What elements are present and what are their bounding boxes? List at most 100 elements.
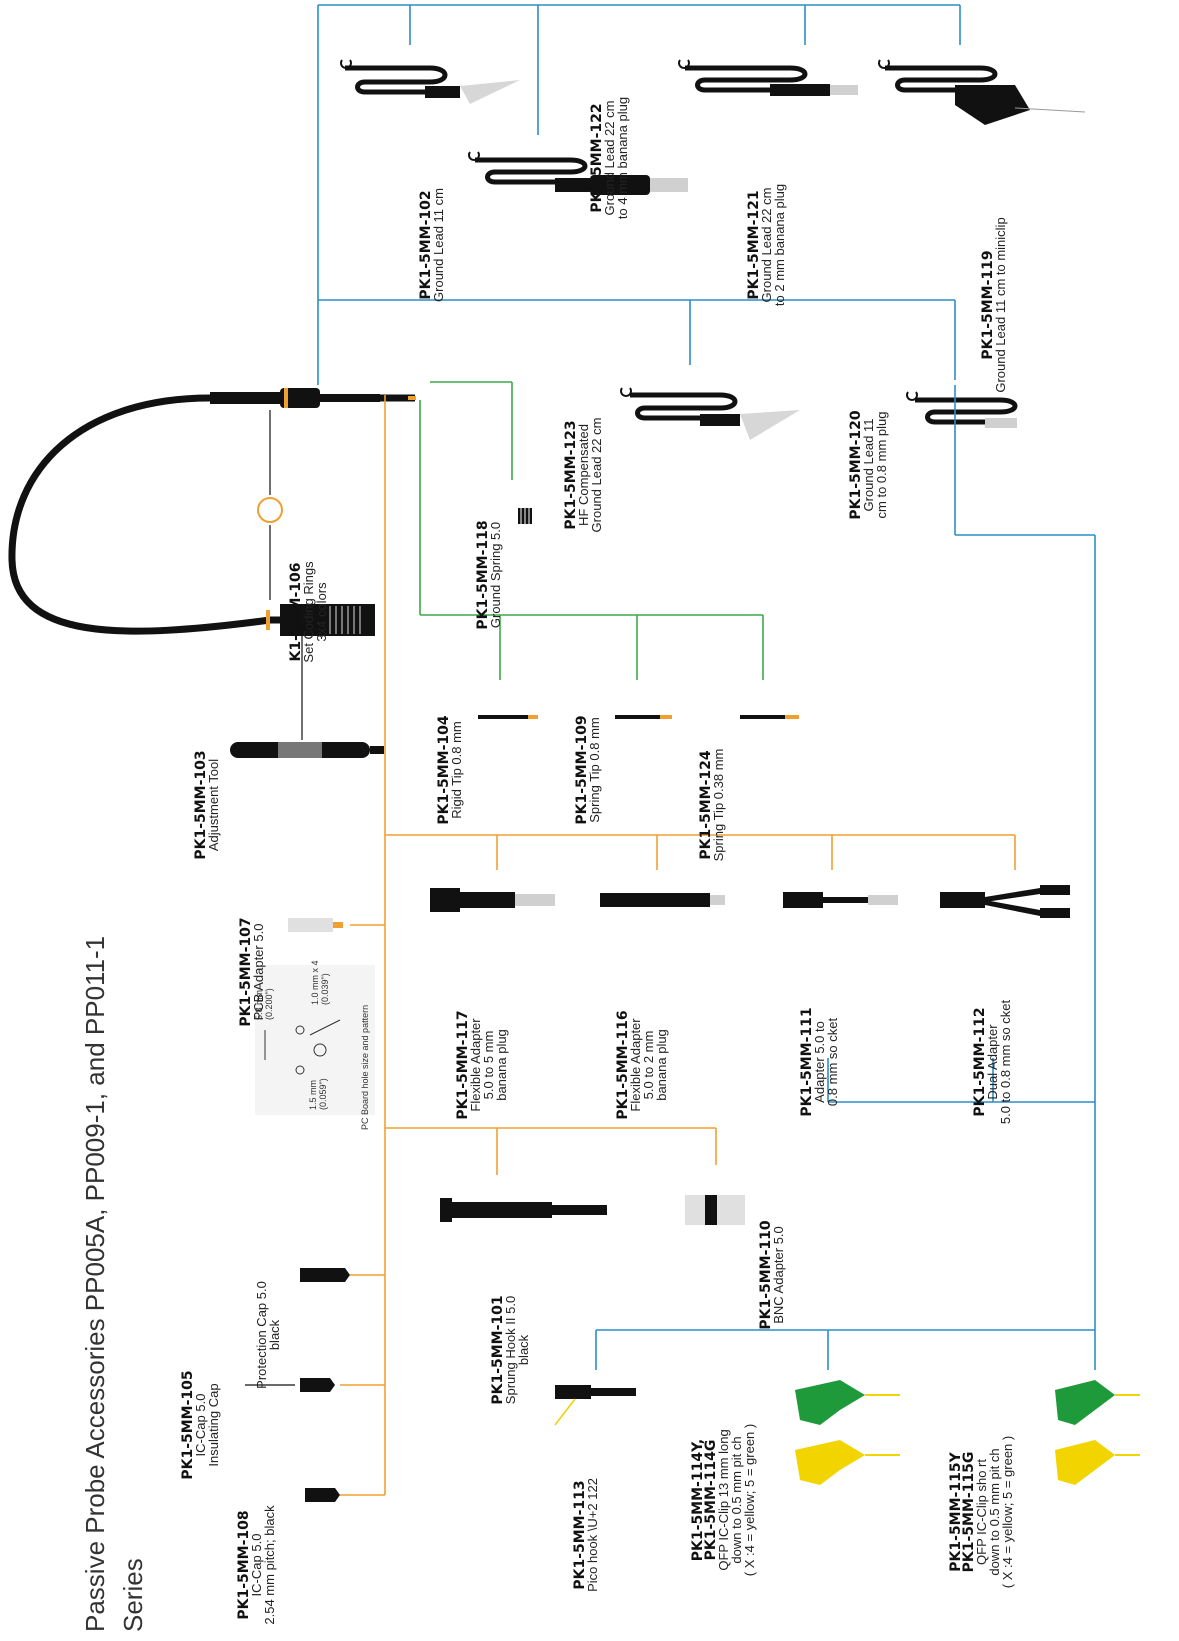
- label-a117-line-3: banana plug: [494, 1029, 509, 1101]
- label-a106-line-0: K1-5MM-106: [288, 562, 304, 661]
- label-a114-line-0: PK1-5MM-114Y,: [690, 1439, 706, 1561]
- ground-lead-123-icon: [620, 387, 800, 440]
- label-a119-line-0: PK1-5MM-119: [980, 250, 996, 359]
- label-acap-line-1: black: [267, 1319, 282, 1350]
- ic-cap-icon: [300, 1378, 335, 1392]
- label-a105-line-1: IC-Cap 5.0: [193, 1394, 208, 1457]
- label-a107-line-0: PK1-5MM-107: [238, 917, 254, 1026]
- ground-lead-120-icon: [906, 391, 1018, 428]
- label-a108-line-2: 2.54 mm pitch; black: [262, 1505, 277, 1625]
- label-a117-line-2: 5.0 to 5 mm: [481, 1031, 496, 1100]
- pcb-dim-15-a: 1.5 mm: [308, 1080, 318, 1110]
- label-a114-line-4: ( X :4 = yellow; 5 = green ): [742, 1424, 757, 1576]
- label-a114-line-1: PK1-5MM-114G: [703, 1440, 719, 1561]
- label-a112-line-1: Dual Adapter: [985, 1024, 1000, 1100]
- ground-lead-102-icon: [340, 59, 520, 104]
- sprung-hook-icon: [440, 1198, 607, 1222]
- ic-cap-254-icon: [305, 1488, 340, 1502]
- label-a106-line-2: 3x4 colors: [314, 582, 329, 642]
- label-a108-line-0: PK1-5MM-108: [236, 1510, 252, 1619]
- ground-lead-119-icon: [878, 59, 1086, 125]
- qfp-clip-115-yellow-icon: [1055, 1440, 1140, 1485]
- qfp-clip-114-yellow-icon: [795, 1440, 900, 1485]
- adapter-111-icon: [783, 892, 898, 908]
- label-a106-line-1: Set Coding Rings: [301, 561, 316, 663]
- label-a121-line-1: Ground Lead 22 cm: [759, 188, 774, 303]
- pcb-dim-15-b: (0.059"): [318, 1078, 328, 1110]
- label-a120-line-2: cm to 0.8 mm plug: [874, 412, 889, 519]
- label-a123-line-0: PK1-5MM-123: [563, 420, 579, 529]
- label-a108-line-1: IC-Cap 5.0: [249, 1534, 264, 1597]
- label-a110-line-0: PK1-5MM-110: [758, 1220, 774, 1330]
- flexible-adapter-117-icon: [430, 888, 555, 912]
- label-a101-line-2: black: [516, 1334, 531, 1365]
- label-a104-line-1: Rigid Tip 0.8 mm: [449, 721, 464, 819]
- ground-lead-122-icon: [468, 151, 688, 195]
- label-a122-line-2: to 4 mm banana plug: [615, 97, 630, 219]
- label-a121-line-2: to 2 mm banana plug: [772, 184, 787, 306]
- label-a123-line-2: Ground Lead 22 cm: [589, 418, 604, 533]
- pcb-dim-10-b: (0.039"): [320, 973, 330, 1005]
- coding-ring: [257, 497, 283, 523]
- adapter-branch: [340, 395, 1016, 1496]
- spring-tip-08-icon: [615, 715, 672, 719]
- label-a109-line-1: Spring Tip 0.8 mm: [587, 717, 602, 823]
- pcb-dim-58-b: (0.200"): [264, 988, 274, 1020]
- qfp-clip-115-green-icon: [1055, 1380, 1140, 1425]
- bnc-adapter-icon: [685, 1195, 745, 1225]
- label-a118-line-1: Ground Spring 5.0: [488, 522, 503, 628]
- label-a116-line-1: Flexible Adapter: [628, 1018, 643, 1112]
- spring-tip-038-icon: [740, 715, 799, 719]
- label-a114-line-2: QFP IC-Clip 13 mm long: [716, 1429, 731, 1570]
- diagram-title-line-1: Passive Probe Accessories PP005A, PP009-…: [80, 936, 110, 1632]
- dual-adapter-icon: [940, 885, 1070, 918]
- ground-spring-icon: [518, 508, 532, 524]
- label-a111-line-2: 0.8 mm so cket: [825, 1018, 840, 1107]
- label-a103-line-1: Adjustment Tool: [206, 759, 221, 851]
- pcb-adapter-icon: [288, 918, 343, 932]
- label-a111-line-1: Adapter 5.0 to: [812, 1021, 827, 1103]
- label-a113-line-0: PK1-5MM-113: [572, 1480, 588, 1589]
- label-a123-line-1: HF Compensated: [576, 424, 591, 526]
- label-a120-line-0: PK1-5MM-120: [848, 410, 864, 520]
- ground-lead-121-icon: [678, 59, 858, 96]
- label-a119-line-1: Ground Lead 11 cm to miniclip: [993, 217, 1008, 392]
- label-a115-line-0: PK1-5MM-115Y: [948, 1451, 964, 1571]
- label-a115-line-3: down to 0.5 mm pit ch: [987, 1448, 1002, 1575]
- label-a118-line-0: PK1-5MM-118: [475, 520, 491, 629]
- label-a121-line-0: PK1-5MM-121: [746, 190, 762, 299]
- pcb-pattern-caption: PC Board hole size and pattern: [360, 1005, 370, 1130]
- label-a112-line-0: PK1-5MM-112: [972, 1007, 988, 1116]
- label-a124-line-1: Spring Tip 0.38 mm: [711, 749, 726, 862]
- pico-hook-icon: [554, 1385, 636, 1426]
- label-a116-line-3: banana plug: [654, 1029, 669, 1101]
- label-a117-line-0: PK1-5MM-117: [455, 1010, 471, 1119]
- ground-lead-branch: [317, 4, 961, 385]
- label-a103-line-0: PK1-5MM-103: [193, 750, 209, 859]
- protection-cap-icon: [300, 1268, 350, 1282]
- label-a102-line-0: PK1-5MM-102: [418, 190, 434, 299]
- label-a122-line-1: Ground Lead 22 cm: [602, 101, 617, 216]
- qfp-clip-114-green-icon: [795, 1380, 900, 1425]
- label-a112-line-2: 5.0 to 0.8 mm so cket: [998, 999, 1013, 1124]
- label-a105-line-2: Insulating Cap: [206, 1383, 221, 1466]
- label-a116-line-2: 5.0 to 2 mm: [641, 1031, 656, 1100]
- diagram-title-line-2: Series: [118, 1558, 148, 1632]
- label-a115-line-2: QFP IC-Clip sho rt: [974, 1459, 989, 1565]
- probe-with-cable: [8, 388, 416, 636]
- tip-branch: [419, 381, 764, 680]
- clip-branch: [595, 385, 1096, 1370]
- flexible-adapter-116-icon: [600, 893, 725, 907]
- label-acap-line-0: Protection Cap 5.0: [254, 1281, 269, 1389]
- label-a102-line-1: Ground Lead 11 cm: [431, 188, 446, 302]
- label-a109-line-0: PK1-5MM-109: [574, 715, 590, 824]
- label-a107-line-1: PCB Adapter 5.0: [251, 924, 266, 1021]
- label-a122-line-0: PK1-5MM-122: [589, 103, 605, 212]
- label-a115-line-4: ( X :4 = yellow; 5 = green ): [1000, 1436, 1015, 1588]
- pcb-hole-pattern: PC Board hole size and pattern 5.8 mm (0…: [254, 960, 375, 1130]
- label-a101-line-1: Sprung Hook II 5.0: [503, 1296, 518, 1404]
- pcb-dim-10-a: 1.0 mm x 4: [310, 960, 320, 1005]
- label-a114-line-3: down to 0.5 mm pit ch: [729, 1436, 744, 1563]
